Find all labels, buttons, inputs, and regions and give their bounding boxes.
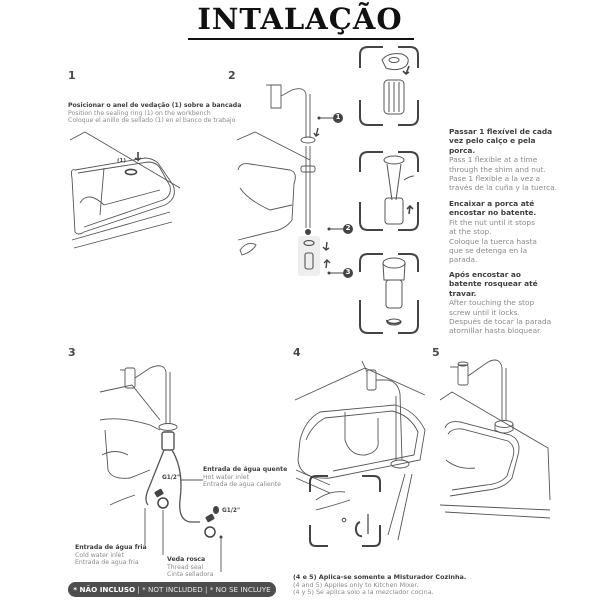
thread-seal-label: Veda rosca Thread seal Cinta selladora [167,556,214,579]
callout-1-label: 1 [335,113,341,121]
step-1-instructions: Posicionar o anel de vedação (1) sobre a… [68,102,241,125]
step-2-detail-2-text: Encaixar a porca até encostar no batente… [449,199,537,265]
step-2-detail-1-text: Passar 1 flexível de cada vez pelo calço… [449,127,558,193]
thread-size-label-1: G1/2" [162,475,180,481]
step-2-number: 2 [228,69,236,82]
callout-1 [333,113,343,123]
page-title: INTALAÇÃO [197,2,403,36]
arrow-up-icon [406,204,414,215]
title-underline [188,38,414,40]
arrow-down-icon [134,152,142,162]
thread-seal-icon [204,526,216,538]
callout-3 [343,268,353,278]
hot-water-inlet-label: Entrada de água quente Hot water inlet E… [203,466,288,489]
callout-2 [343,224,353,234]
thread-seal-icon [157,497,169,509]
step-1-text-en: Position the sealing ring (1) on the wor… [68,109,211,117]
step-3-number: 3 [68,346,76,359]
step-1-text-pt: Posicionar o anel de vedação (1) sobre a… [68,102,242,109]
step-1-text-es: Coloque el anillo de sellado (1) en el b… [68,117,236,125]
step-2-detail-3-text: Após encostar ao batente rosquear até tr… [449,270,552,336]
step-4-number: 4 [293,346,301,359]
screw-icon [341,517,347,523]
rotate-arrow-icon [354,521,363,538]
arrow-down-icon [322,241,330,251]
not-included-badge: * NÃO INCLUSO | * NOT INCLUDED | * NO SE… [68,582,276,597]
step-5-number: 5 [432,346,440,359]
arrow-down-icon [313,127,320,137]
arrow-down-icon [402,65,410,76]
note-steps-4-5: (4 e 5) Aplica-se somente a Misturador C… [293,573,467,597]
step-1-number: 1 [68,69,76,82]
rotate-arrow-icon [386,319,402,325]
callout-2-label: 2 [345,224,351,232]
cold-water-inlet-label: Entrada de água fria Cold water inlet En… [75,544,147,567]
ring-label: (1) [117,158,126,164]
sealing-ring-icon [124,168,138,176]
arrow-up-icon [323,259,331,269]
callout-3-label: 3 [345,268,351,276]
thread-size-label-2: G1/2" [222,508,240,514]
